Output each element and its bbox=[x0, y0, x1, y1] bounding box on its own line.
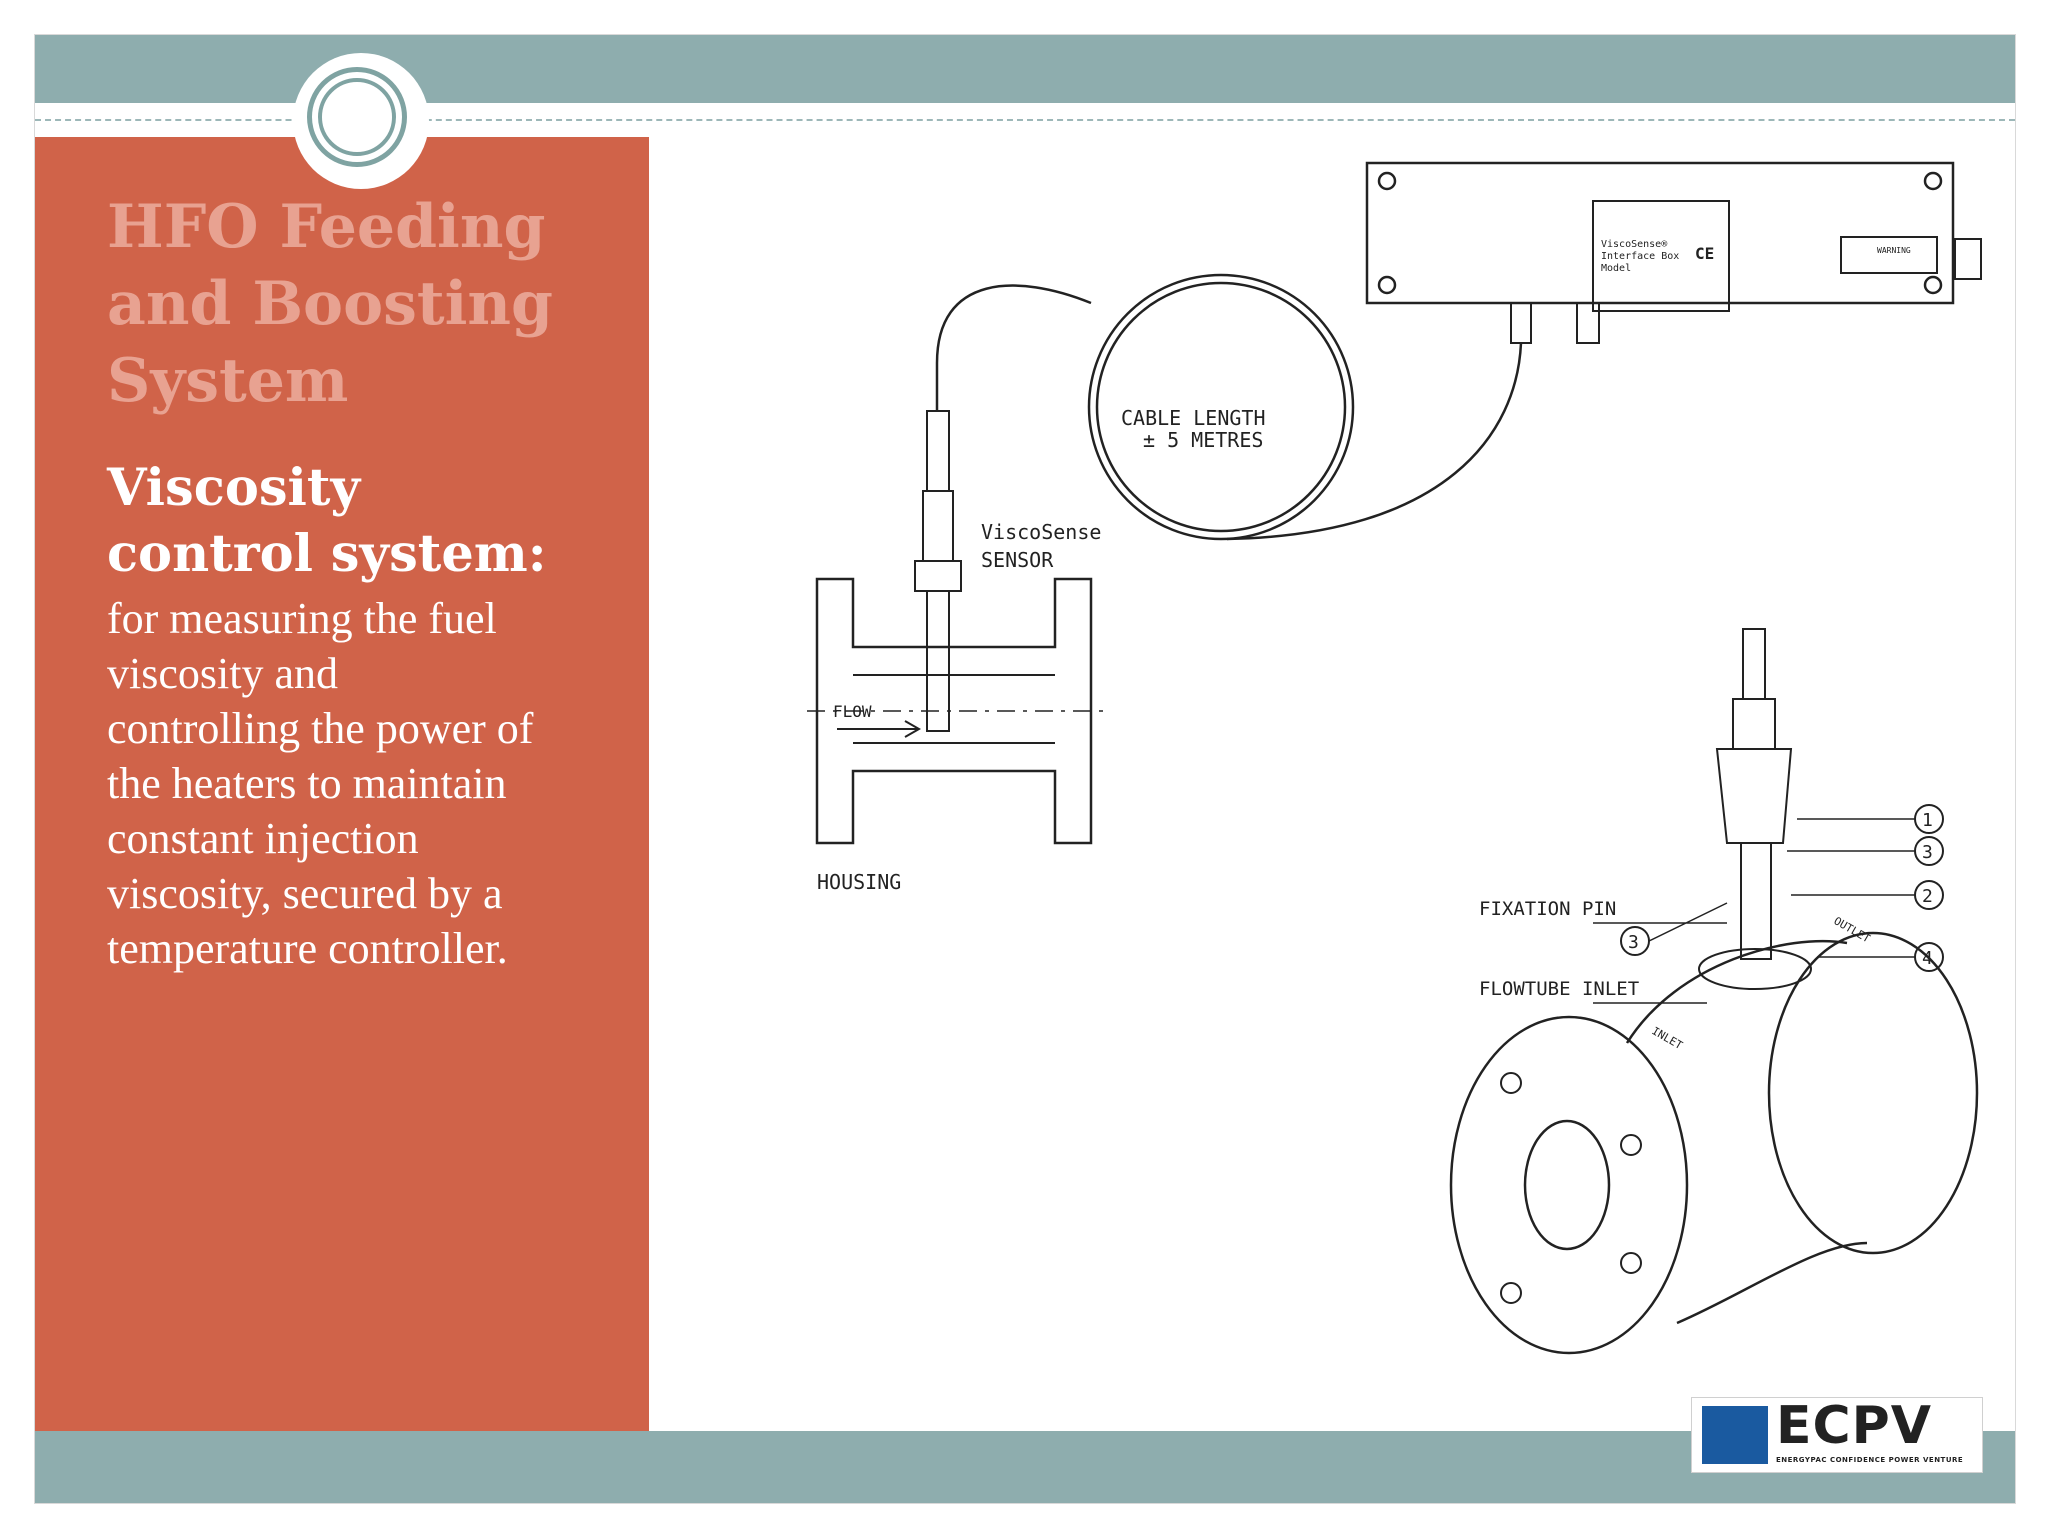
plate-line-2: Interface Box bbox=[1601, 251, 1679, 262]
ecpv-logo-mark bbox=[1702, 1406, 1768, 1464]
outlet-flange bbox=[1767, 931, 1979, 1255]
cable-length-label-1: CABLE LENGTH bbox=[1121, 406, 1266, 430]
sensor-connector bbox=[926, 410, 950, 492]
box-screw bbox=[1923, 171, 1943, 191]
flowtube-inlet-label: FLOWTUBE INLET bbox=[1479, 978, 1639, 1000]
cable-coil-inner bbox=[1095, 281, 1347, 533]
cable-gland bbox=[1576, 302, 1600, 344]
flow-arrow bbox=[837, 720, 922, 738]
callout-leaders bbox=[1593, 818, 1915, 1004]
housing-bore bbox=[853, 674, 1055, 744]
cable-coil bbox=[1087, 273, 1355, 541]
ecpv-logo-text: ECPV bbox=[1776, 1396, 1933, 1456]
flowtube-sensor-tip bbox=[1742, 628, 1766, 700]
box-connector bbox=[1954, 238, 1982, 280]
plate-line-1: ViscoSense® bbox=[1601, 239, 1668, 250]
flowtube-port bbox=[1698, 948, 1812, 990]
interface-box bbox=[1365, 161, 1955, 305]
sensor-probe bbox=[926, 590, 950, 732]
inlet-bore bbox=[1523, 1119, 1611, 1251]
slide: HFO Feeding and Boosting System Viscosit… bbox=[34, 34, 2016, 1504]
ce-mark: CE bbox=[1695, 244, 1714, 263]
box-screw bbox=[1377, 171, 1397, 191]
flange-bolt-hole bbox=[1500, 1282, 1522, 1304]
callout-number-3b: 3 bbox=[1628, 932, 1639, 953]
flange-bolt-hole bbox=[1500, 1072, 1522, 1094]
sensor-nut bbox=[914, 560, 962, 592]
cable-to-box bbox=[1226, 342, 1523, 541]
callout-number-3: 3 bbox=[1922, 842, 1933, 863]
warning-label: WARNING bbox=[1877, 246, 1911, 255]
housing-label: HOUSING bbox=[817, 870, 901, 894]
name-plate bbox=[1592, 200, 1730, 312]
callout-number-4: 4 bbox=[1922, 948, 1933, 969]
flowtube-sensor-thread bbox=[1715, 748, 1793, 844]
box-screw bbox=[1923, 275, 1943, 295]
sensor-label-1: ViscoSense bbox=[981, 520, 1101, 544]
diagram-svg: CABLE LENGTH ± 5 METRES ViscoSense SENSO… bbox=[807, 161, 1982, 1355]
cable-length-label-2: ± 5 METRES bbox=[1143, 428, 1263, 452]
bottom-band bbox=[35, 1431, 2015, 1503]
dashed-divider bbox=[35, 119, 2015, 121]
flowtube-body bbox=[1625, 939, 1868, 1325]
cable-gland bbox=[1510, 302, 1532, 344]
ecpv-logo-tagline: ENERGYPAC CONFIDENCE POWER VENTURE bbox=[1776, 1456, 1964, 1464]
flowtube-stem bbox=[1740, 842, 1772, 960]
housing-section bbox=[815, 577, 1093, 845]
flange-bolt-hole bbox=[1620, 1252, 1642, 1274]
inlet-tag: INLET bbox=[1650, 1024, 1686, 1052]
side-panel bbox=[35, 137, 649, 1431]
viscosity-system-diagram: CABLE LENGTH ± 5 METRES ViscoSense SENSO… bbox=[687, 143, 2001, 1425]
box-screw bbox=[1377, 275, 1397, 295]
plate-line-3: Model bbox=[1601, 263, 1631, 274]
fixation-pin-label: FIXATION PIN bbox=[1479, 898, 1616, 920]
flange-bolt-hole bbox=[1620, 1134, 1642, 1156]
ecpv-logo: ECPV ENERGYPAC CONFIDENCE POWER VENTURE bbox=[1691, 1396, 1983, 1473]
cable-to-sensor bbox=[935, 284, 1092, 411]
warning-plate bbox=[1840, 236, 1938, 274]
sensor-label-2: SENSOR bbox=[981, 548, 1054, 572]
flowtube-sensor-hex bbox=[1732, 698, 1776, 750]
callout-number-1: 1 bbox=[1922, 810, 1933, 831]
badge-ring-inner bbox=[318, 78, 396, 156]
flow-label: FLOW bbox=[833, 702, 872, 721]
slide-subheading: Viscosity control system: bbox=[107, 458, 547, 584]
slide-body: for measuring the fuel viscosity and con… bbox=[107, 594, 534, 973]
slide-title: HFO Feeding and Boosting System bbox=[107, 192, 553, 416]
callout-number-2: 2 bbox=[1922, 886, 1933, 907]
sensor-body bbox=[922, 490, 954, 562]
inlet-flange bbox=[1449, 1015, 1689, 1355]
